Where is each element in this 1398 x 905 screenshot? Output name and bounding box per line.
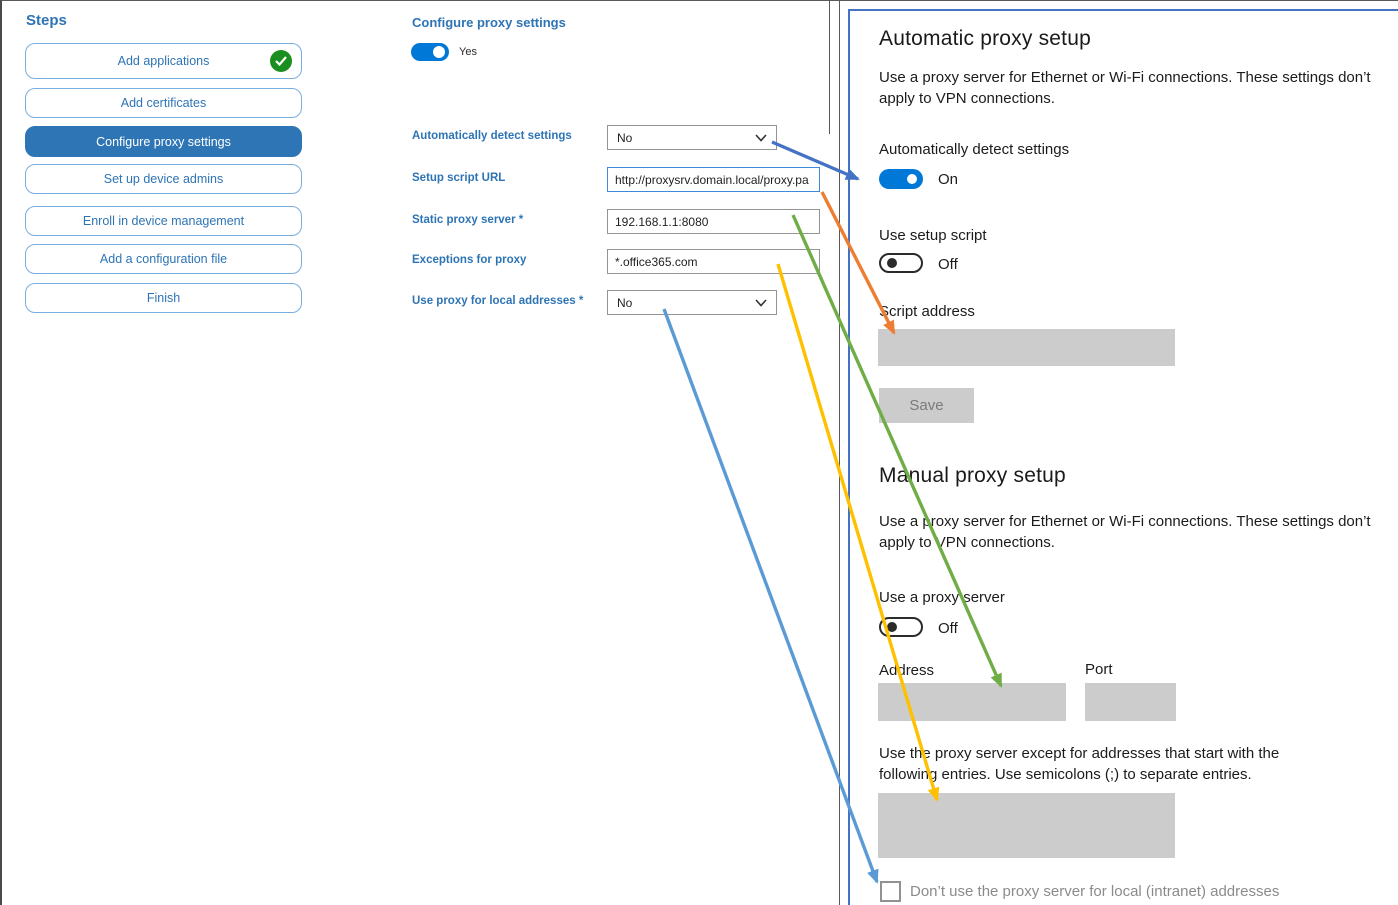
script-address-field[interactable] <box>878 329 1175 366</box>
automatically-detect-settings-dropdown[interactable]: No <box>607 125 777 150</box>
use-setup-script-state: Off <box>938 256 958 273</box>
step-label: Set up device admins <box>103 172 224 186</box>
step-label: Add certificates <box>120 96 207 110</box>
use-proxy-server-label: Use a proxy server <box>879 589 1005 606</box>
manual-exceptions-description: Use the proxy server except for addresse… <box>879 745 1280 783</box>
sidebar-item-set-up-device-admins[interactable]: Set up device admins <box>25 164 302 194</box>
step-label: Configure proxy settings <box>96 134 231 149</box>
field-label-use-proxy-for-local-addresses: Use proxy for local addresses * <box>412 295 584 307</box>
detect-settings-label: Automatically detect settings <box>879 141 1070 158</box>
detect-settings-state: On <box>938 171 959 188</box>
chevron-down-icon <box>755 298 767 307</box>
toggle-knob <box>887 258 897 268</box>
field-label-static-proxy-server: Static proxy server * <box>412 214 524 226</box>
configure-proxy-toggle[interactable] <box>411 43 449 61</box>
address-label: Address <box>879 662 935 679</box>
exceptions-input[interactable] <box>607 249 820 274</box>
field-label-exceptions-for-proxy: Exceptions for proxy <box>412 254 527 266</box>
steps-heading: Steps <box>26 12 67 29</box>
manual-address-field[interactable] <box>878 683 1066 721</box>
field-label-automatically-detect-settings: Automatically detect settings <box>412 130 572 142</box>
automatic-proxy-setup-heading: Automatic proxy setup <box>879 27 1091 50</box>
manual-proxy-setup-heading: Manual proxy setup <box>879 464 1066 487</box>
detect-settings-toggle[interactable] <box>879 169 923 189</box>
save-button[interactable]: Save <box>879 388 974 423</box>
toggle-knob <box>887 622 897 632</box>
pane-divider <box>839 1 840 905</box>
dropdown-value: No <box>617 130 633 145</box>
page-title: Configure proxy settings <box>412 15 566 30</box>
chevron-down-icon <box>755 133 767 142</box>
step-label: Enroll in device management <box>82 214 245 228</box>
toggle-knob <box>433 46 445 58</box>
use-setup-script-toggle[interactable] <box>879 253 923 273</box>
local-intranet-checkbox-label: Don’t use the proxy server for local (in… <box>910 883 1280 900</box>
sidebar-item-configure-proxy-settings[interactable]: Configure proxy settings <box>25 126 302 157</box>
step-label: Finish <box>146 291 181 305</box>
dropdown-value: No <box>617 295 633 310</box>
use-setup-script-label: Use setup script <box>879 227 987 244</box>
pane-divider-segment <box>829 1 830 134</box>
local-addresses-arrow <box>662 308 879 884</box>
toggle-knob <box>907 174 917 184</box>
use-proxy-server-toggle[interactable] <box>879 617 923 637</box>
manual-proxy-description: Use a proxy server for Ethernet or Wi-Fi… <box>879 513 1371 551</box>
sidebar-item-add-a-configuration-file[interactable]: Add a configuration file <box>25 244 302 274</box>
script-address-label: Script address <box>879 303 975 320</box>
step-label: Add a configuration file <box>99 252 228 266</box>
local-intranet-checkbox[interactable] <box>880 881 901 902</box>
manual-exceptions-field[interactable] <box>878 793 1175 858</box>
sidebar-item-add-certificates[interactable]: Add certificates <box>25 88 302 118</box>
use-proxy-server-state: Off <box>938 620 958 637</box>
field-label-setup-script-url: Setup script URL <box>412 172 506 184</box>
step-complete-check-icon <box>270 50 292 72</box>
sidebar-item-add-applications[interactable]: Add applications <box>25 43 302 79</box>
sidebar-item-finish[interactable]: Finish <box>25 283 302 313</box>
sidebar-item-enroll-in-device-management[interactable]: Enroll in device management <box>25 206 302 236</box>
local-addresses-dropdown[interactable]: No <box>607 290 777 315</box>
port-label: Port <box>1085 661 1113 678</box>
automatic-proxy-description: Use a proxy server for Ethernet or Wi-Fi… <box>879 69 1371 107</box>
setup-script-url-input[interactable] <box>607 167 820 192</box>
static-proxy-input[interactable] <box>607 209 820 234</box>
manual-port-field[interactable] <box>1085 683 1176 721</box>
configure-proxy-toggle-label: Yes <box>459 46 477 58</box>
step-label: Add applications <box>117 54 210 68</box>
